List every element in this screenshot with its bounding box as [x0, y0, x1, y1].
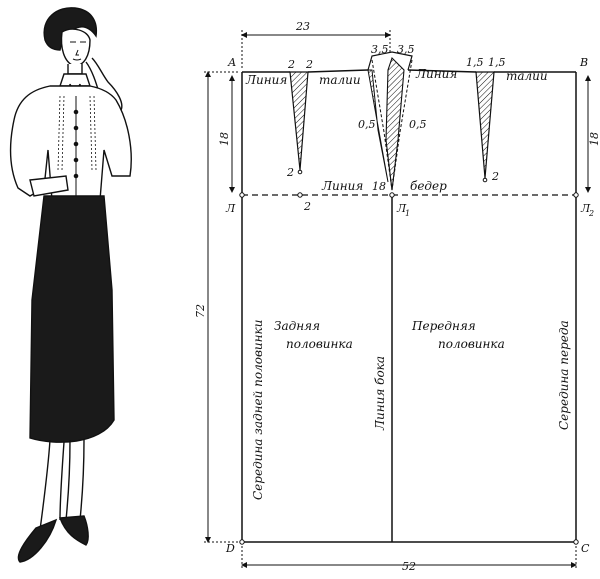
point-l1: Л: [396, 202, 407, 215]
dim-dart-back-a: 2: [287, 58, 295, 71]
point-d: D: [225, 542, 235, 555]
front-panel-subtitle: половинка: [438, 337, 505, 351]
front-panel-title: Передняя: [411, 319, 476, 333]
waist-label-mid: Линия: [415, 67, 457, 81]
front-center-label: Середина переда: [557, 320, 571, 430]
shoe-right: [59, 515, 89, 546]
front-dart: [475, 71, 495, 179]
hip-label-right: бедер: [410, 179, 447, 193]
face: [60, 28, 91, 67]
shoe-left: [17, 518, 58, 563]
back-panel-subtitle: половинка: [286, 337, 353, 351]
point-b: В: [579, 56, 588, 69]
point-l1-sub: 1: [405, 209, 410, 218]
side-dart-back: [367, 69, 389, 183]
dim-side-a: 3,5: [371, 43, 389, 56]
point-a: А: [227, 56, 236, 69]
dim-width-total: 52: [402, 560, 416, 573]
point-l: Л: [225, 202, 236, 215]
dim-front-a: 1,5: [466, 56, 484, 69]
waist-label-right: талии: [319, 73, 361, 87]
blouse: [9, 85, 132, 201]
back-panel-title: Задняя: [274, 319, 320, 333]
dim-side-b: 3,5: [397, 43, 415, 56]
dim-hip-depth-left: 18: [218, 132, 231, 146]
back-dart: [289, 71, 309, 171]
point-l2-sub: 2: [588, 209, 594, 218]
waist-line: [242, 69, 576, 73]
pattern-frame: [241, 69, 577, 543]
point-l2: Л: [580, 202, 591, 215]
dim-dart-back-hip: 2: [303, 200, 311, 213]
point-c: С: [581, 542, 590, 555]
dim-side-c: 0,5: [358, 118, 376, 131]
hip-label-left: Линия: [321, 179, 363, 193]
dim-dart-back-b: 2: [305, 58, 313, 71]
dim-front-bottom: 2: [491, 170, 499, 183]
dim-top-width: 23: [295, 20, 310, 33]
waist-label-right2: талии: [506, 69, 548, 83]
woman-illustration: [9, 7, 132, 563]
dim-hip-point: 18: [372, 180, 386, 193]
waist-label-left: Линия: [245, 73, 287, 87]
dim-height-total: 72: [194, 304, 207, 318]
point-markers: [239, 169, 579, 545]
dim-hip-depth-right: 18: [588, 132, 600, 146]
dim-front-b: 1,5: [488, 56, 506, 69]
dim-side-d: 0,5: [409, 118, 427, 131]
side-line-label: Линия бока: [373, 356, 387, 431]
dim-dart-back-bottom: 2: [286, 166, 294, 179]
back-center-label: Середина задней половинки: [251, 320, 265, 500]
dimension-lines: [204, 30, 591, 570]
skirt: [29, 195, 115, 443]
